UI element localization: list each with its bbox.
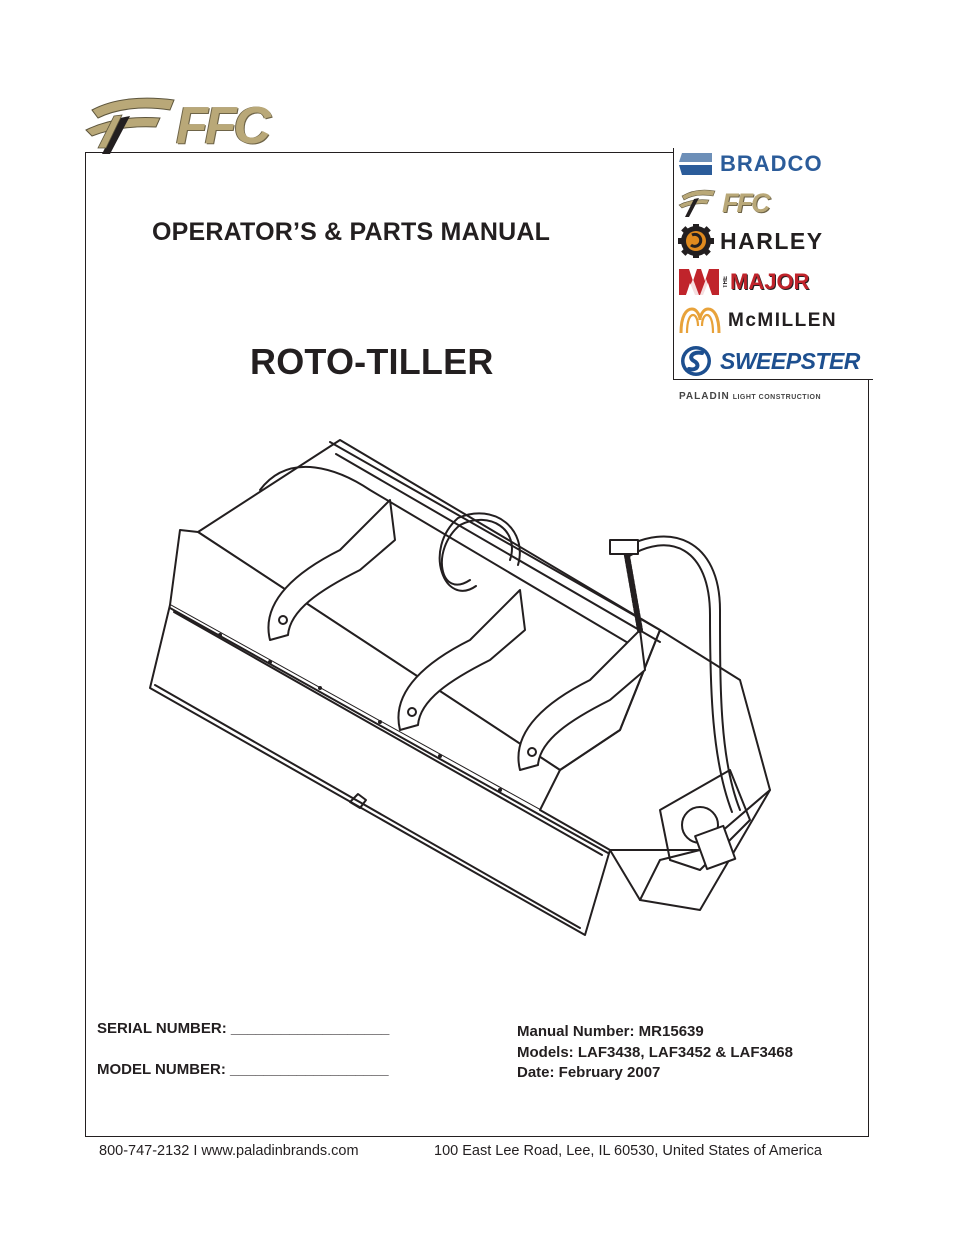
ffc-swoosh-icon [678, 189, 716, 217]
model-number-field: MODEL NUMBER: ___________________ [97, 1061, 389, 1078]
brand-harley: HARLEY [678, 224, 872, 258]
product-title: ROTO-TILLER [250, 341, 494, 382]
brand-bradco: BRADCO [678, 147, 872, 181]
brand-ffc: FFC [678, 186, 872, 220]
brand-name: BRADCO [720, 151, 823, 176]
brand-name: MAJOR [730, 269, 810, 294]
brand-mcmillen: McMILLEN [678, 304, 872, 338]
roto-tiller-illustration [149, 439, 771, 936]
brand-major: THE MAJOR [678, 265, 872, 299]
footer-contact: 800-747-2132 I www.paladinbrands.com [99, 1143, 359, 1159]
paladin-name: PALADIN [679, 391, 730, 402]
mcmillen-m-icon [679, 307, 721, 334]
harley-gear-icon [678, 224, 714, 258]
serial-number-field: SERIAL NUMBER: ___________________ [97, 1020, 390, 1037]
manual-number: Manual Number: MR15639 [517, 1023, 704, 1040]
brand-prefix: THE [723, 276, 729, 288]
brand-name: FFC [722, 187, 771, 218]
ffc-logo-text: FFC [176, 97, 271, 155]
publication-date: Date: February 2007 [517, 1064, 661, 1081]
bradco-logo-icon [679, 153, 712, 175]
models-list: Models: LAF3438, LAF3452 & LAF3468 [517, 1044, 793, 1061]
brand-box [673, 148, 873, 380]
ffc-header-logo: FFC [84, 96, 294, 156]
brand-name: McMILLEN [728, 310, 838, 331]
sweepster-circle-icon [681, 346, 711, 376]
brand-name: SWEEPSTER [720, 347, 860, 374]
major-chevron-icon [679, 269, 719, 295]
paladin-suffix: LIGHT CONSTRUCTION [732, 394, 822, 401]
brand-sweepster: SWEEPSTER [678, 344, 872, 378]
cover-frame [85, 152, 869, 1137]
ffc-swoosh-icon [85, 97, 175, 154]
footer-address: 100 East Lee Road, Lee, IL 60530, United… [434, 1143, 822, 1159]
manual-title: OPERATOR’S & PARTS MANUAL [152, 218, 551, 246]
brand-name: HARLEY [720, 227, 824, 254]
